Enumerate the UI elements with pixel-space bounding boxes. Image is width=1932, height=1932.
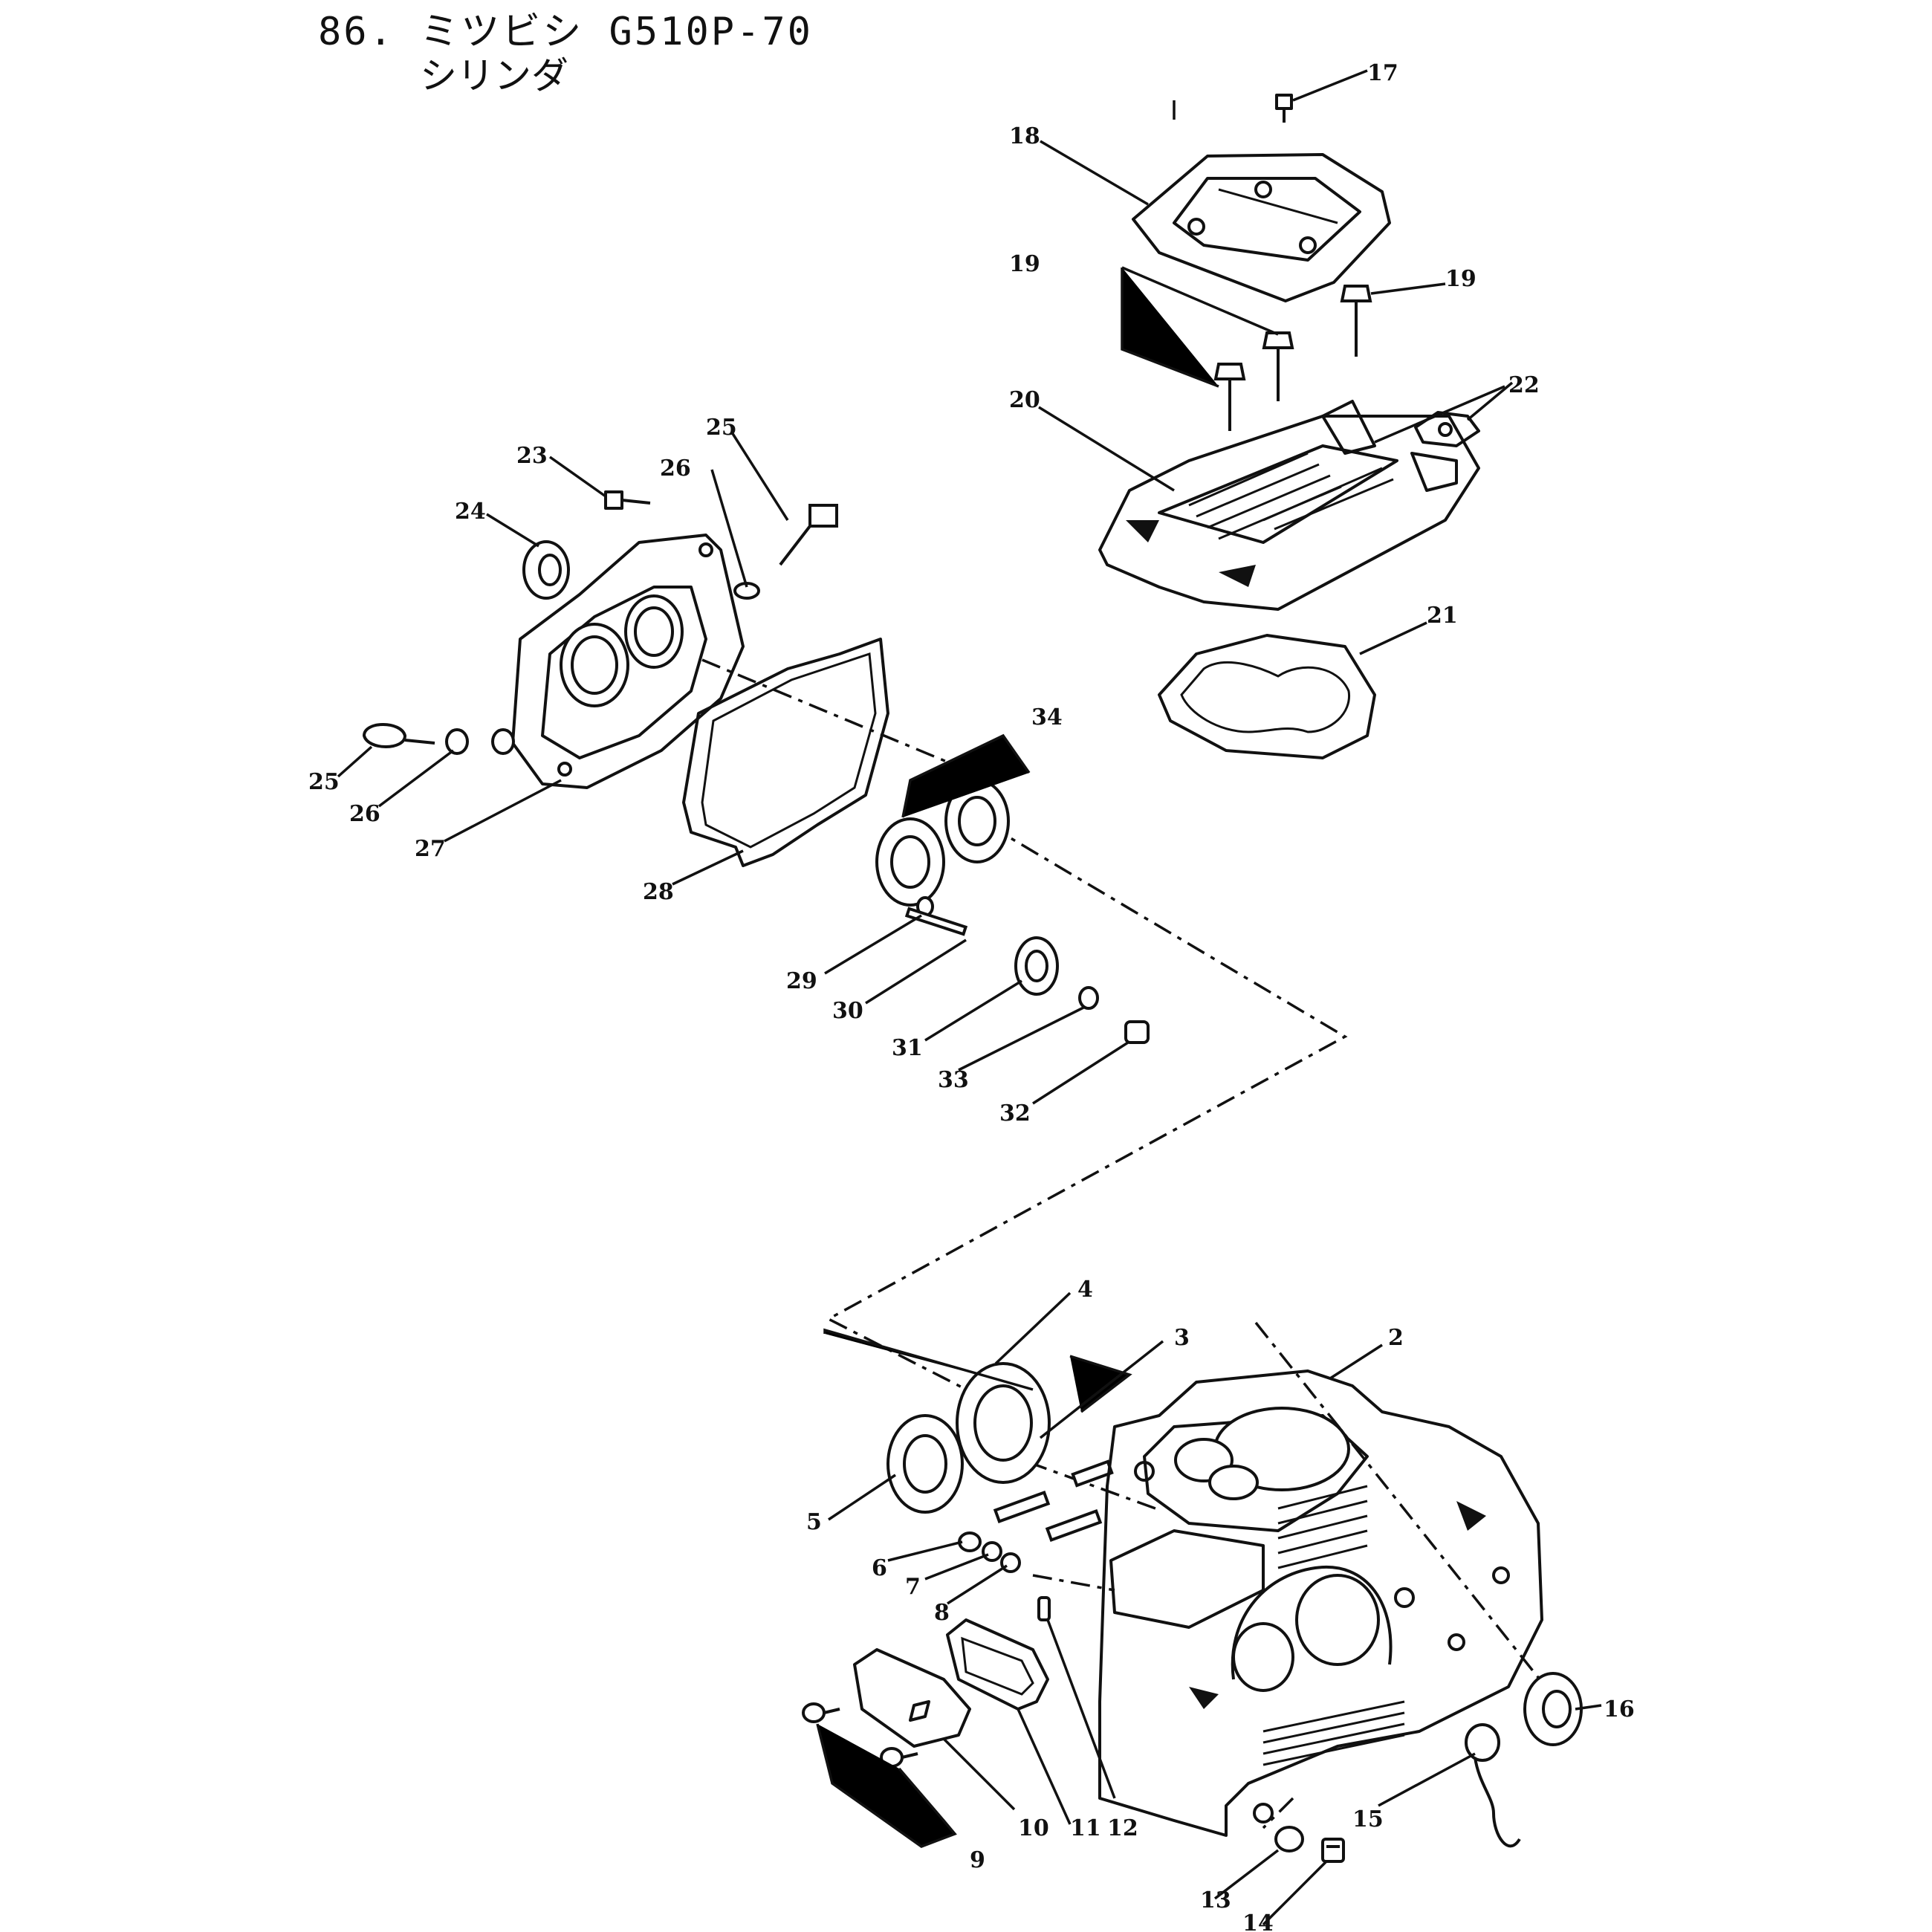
part-9-bolts — [802, 1702, 957, 1848]
part-26-o-ring-lower — [445, 728, 515, 755]
part-17-bolt — [1275, 94, 1293, 123]
part-27-crankcase-cover — [511, 534, 745, 789]
assembly-axis-lines — [701, 100, 1547, 1829]
label-6: 6 — [872, 1555, 887, 1581]
label-11: 11 — [1070, 1815, 1101, 1841]
part-12-pin — [1037, 1596, 1051, 1621]
diagram-title: 86. ミツビシ G510P-70 — [318, 10, 813, 54]
label-3: 3 — [1174, 1325, 1190, 1351]
part-6-nut — [958, 1531, 982, 1552]
part-15-oil-sensor — [1465, 1723, 1521, 1848]
part-14-drain-plug — [1321, 1838, 1345, 1863]
part-11-gasket — [946, 1618, 1049, 1711]
label-10: 10 — [1018, 1815, 1049, 1841]
label-30: 30 — [832, 998, 863, 1024]
label-19a: 19 — [1009, 251, 1040, 277]
label-16: 16 — [1604, 1696, 1635, 1722]
label-18: 18 — [1009, 123, 1040, 149]
label-2: 2 — [1388, 1325, 1404, 1351]
part-21-head-gasket — [1158, 634, 1376, 759]
label-14: 14 — [1242, 1910, 1274, 1932]
label-25b: 25 — [308, 769, 340, 795]
part-23-bolt — [604, 490, 651, 510]
label-9: 9 — [970, 1847, 985, 1873]
label-8: 8 — [934, 1600, 950, 1626]
label-19b: 19 — [1445, 266, 1476, 292]
label-24: 24 — [455, 499, 486, 525]
part-31-gear — [1014, 936, 1059, 996]
part-30-shaft — [904, 907, 968, 936]
label-12: 12 — [1107, 1815, 1138, 1841]
label-28: 28 — [643, 879, 674, 905]
label-26b: 26 — [349, 801, 380, 827]
label-4: 4 — [1077, 1277, 1093, 1303]
part-10-breather-cover — [853, 1648, 971, 1748]
part-24-oil-seal — [522, 540, 570, 600]
part-25-filler-cap-lower — [362, 723, 435, 748]
label-27: 27 — [415, 836, 446, 862]
label-21: 21 — [1427, 603, 1458, 629]
part-4-group-bracket — [823, 1328, 1034, 1391]
part-number-labels: 17 18 19 19 20 22 21 25 23 26 24 25 26 2… — [308, 60, 1635, 1932]
label-23: 23 — [516, 443, 548, 469]
part-22-bracket — [1414, 411, 1480, 447]
part-13-washer — [1274, 1826, 1304, 1852]
label-5: 5 — [806, 1509, 822, 1535]
label-15: 15 — [1352, 1806, 1384, 1832]
part-16-oil-seal — [1523, 1672, 1583, 1746]
label-17: 17 — [1367, 60, 1398, 86]
label-26a: 26 — [660, 456, 691, 482]
part-4-bearing — [956, 1362, 1051, 1484]
label-13: 13 — [1200, 1887, 1231, 1913]
part-2-crankcase — [1098, 1369, 1543, 1837]
label-25a: 25 — [706, 415, 737, 441]
label-20: 20 — [1009, 387, 1040, 413]
label-33: 33 — [938, 1067, 969, 1093]
label-31: 31 — [892, 1035, 923, 1061]
part-19-head-bolts — [1121, 266, 1372, 431]
label-7: 7 — [905, 1574, 921, 1600]
part-32-sleeve — [1124, 1020, 1150, 1044]
part-8-washer — [1000, 1552, 1021, 1573]
part-28-cover-gasket — [682, 638, 889, 867]
diagram-subtitle: シリンダ — [420, 54, 568, 97]
part-3-studs — [993, 1355, 1132, 1543]
part-34-bearings — [875, 733, 1031, 907]
part-20-cylinder-head — [1098, 400, 1480, 611]
leader-lines — [337, 69, 1602, 1926]
part-25-filler-cap-upper — [779, 504, 838, 566]
part-33-washer — [1078, 986, 1099, 1010]
part-18-rocker-cover — [1132, 153, 1391, 302]
label-22: 22 — [1508, 372, 1540, 398]
label-34: 34 — [1031, 704, 1063, 730]
label-29: 29 — [786, 968, 817, 994]
part-7-washer — [982, 1541, 1002, 1562]
label-32: 32 — [999, 1100, 1031, 1127]
part-5-bearing — [886, 1414, 964, 1514]
